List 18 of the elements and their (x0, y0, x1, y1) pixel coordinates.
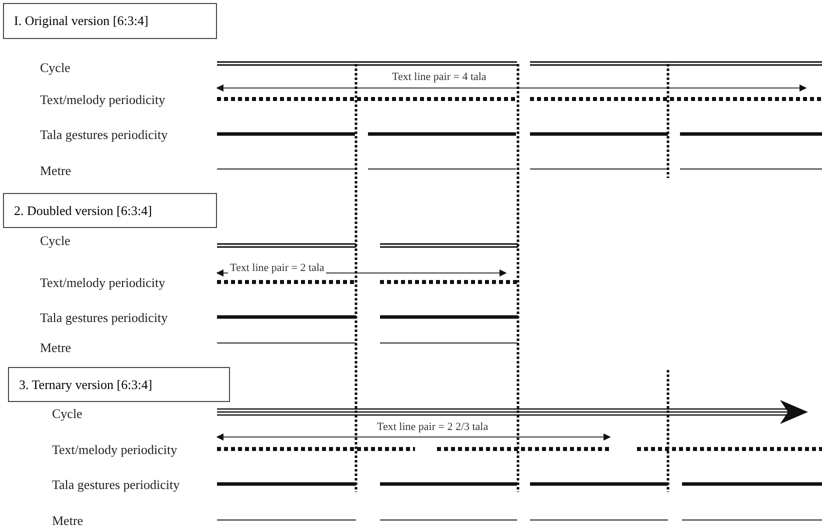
row-label: Cycle (40, 61, 70, 75)
section-heading: I. Original version [6:3:4] (3, 3, 217, 39)
row-label: Text/melody periodicity (52, 443, 178, 457)
row-label: Text/melody periodicity (40, 93, 166, 107)
span-label: Text line pair = 2 2/3 tala (375, 421, 490, 433)
section-heading: 3. Ternary version [6:3:4] (8, 367, 230, 402)
row-label: Cycle (52, 407, 82, 421)
row-label: Metre (40, 341, 72, 355)
row-label: Cycle (40, 234, 70, 248)
section-heading: 2. Doubled version [6:3:4] (3, 193, 217, 228)
row-label: Text/melody periodicity (40, 276, 166, 290)
row-label: Metre (52, 514, 84, 528)
row-label: Tala gestures periodicity (52, 478, 180, 492)
span-label: Text line pair = 2 tala (228, 262, 326, 274)
row-label: Metre (40, 164, 72, 178)
span-label: Text line pair = 4 tala (390, 71, 488, 83)
row-label: Tala gestures periodicity (40, 311, 168, 325)
row-label: Tala gestures periodicity (40, 128, 168, 142)
